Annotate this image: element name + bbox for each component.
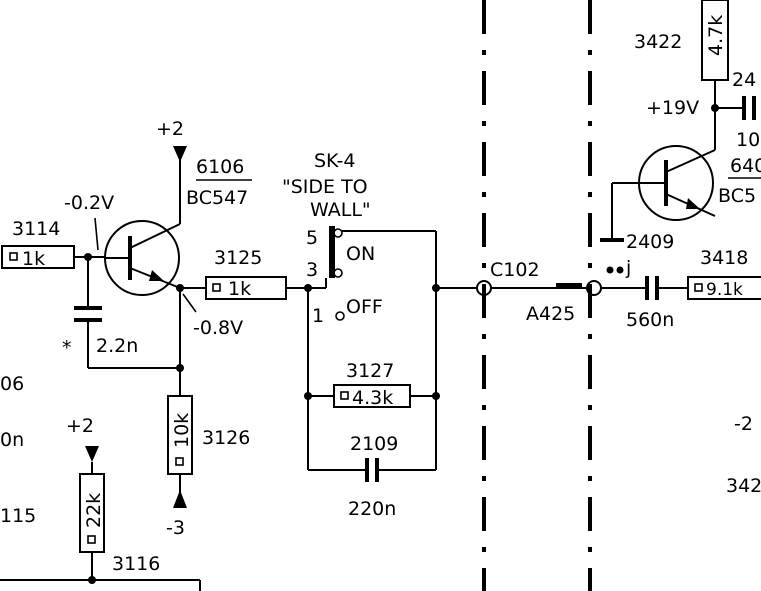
transistor-6106-type: BC547 (186, 187, 248, 209)
switch-on-label: ON (346, 243, 375, 265)
switch-contact-3 (333, 268, 343, 278)
resistor-3127-value: 4.3k (352, 387, 393, 409)
voltage-plus2-top: +2 (156, 118, 184, 140)
capacitor-560n-value: 560n (626, 309, 674, 331)
connector-section: C102 A425 (476, 259, 602, 325)
resistor-3126-ref: 3126 (202, 427, 250, 449)
resistor-3422-value: 4.7k (705, 15, 727, 56)
transistor-6106 (104, 220, 181, 296)
resistor-3114-ref: 3114 (12, 218, 60, 240)
resistor-3418-ref: 3418 (700, 247, 748, 269)
supply-arrow-minus3 (173, 490, 187, 508)
voltage-plus2-bottom: +2 (66, 415, 94, 437)
transistor-right (612, 108, 716, 221)
resistor-3114-marker (9, 252, 18, 261)
capacitor-2109-value: 220n (348, 498, 396, 520)
resistor-3114-value: 1k (22, 248, 45, 270)
capacitor-star: * (62, 337, 72, 359)
label-right-minus2: -2 (734, 413, 753, 435)
switch-desc-line2: WALL" (310, 199, 371, 221)
connector-c102-label: C102 (490, 259, 540, 281)
capacitor-2409-ref: 2409 (626, 231, 674, 253)
resistor-22k-value: 22k (83, 493, 105, 528)
resistor-3126-marker (175, 457, 184, 466)
supply-arrow-top (173, 146, 187, 162)
switch-off-label: OFF (346, 296, 383, 318)
resistor-3127-ref: 3127 (346, 360, 394, 382)
label-right-bc5: BC5 (718, 185, 756, 207)
label-left-115: 115 (0, 505, 36, 527)
transistor-6106-ref: 6106 (196, 156, 244, 178)
switch-pin1: 1 (312, 305, 324, 327)
resistor-22k (79, 473, 105, 553)
capacitor-2109-ref: 2109 (350, 433, 398, 455)
voltage-emitter: -0.8V (193, 317, 243, 339)
label-right-10: 10 (736, 129, 760, 151)
resistor-3125-ref: 3125 (214, 247, 262, 269)
switch-pin3: 3 (306, 259, 318, 281)
resistor-3127-marker (340, 391, 349, 400)
switch-desc-line1: "SIDE TO (282, 176, 368, 198)
mark-dot-b (616, 266, 624, 274)
label-left-06: 06 (0, 373, 24, 395)
resistor-3422-ref: 3422 (634, 31, 682, 53)
switch-name: SK-4 (314, 150, 355, 172)
right-section: 3422 4.7k 24 +19V 10 640 BC5 2409 j (600, 0, 761, 497)
switch-section: SK-4 "SIDE TO WALL" 5 3 1 ON OFF 3127 4.… (282, 150, 476, 520)
resistor-22k-marker (87, 535, 96, 544)
supply-arrow-plus2-bottom (85, 446, 99, 462)
resistor-3125-value: 1k (228, 278, 251, 300)
label-right-640: 640 (730, 155, 761, 177)
switch-contact-1 (335, 311, 345, 321)
label-left-0n: 0n (0, 429, 24, 451)
resistor-3125-marker (212, 283, 221, 292)
resistor-3418-value: 9.1k (706, 280, 743, 300)
mark-j: j (625, 257, 631, 279)
label-right-342: 342 (726, 475, 761, 497)
resistor-3126-value: 10k (171, 413, 193, 448)
connector-a425-label: A425 (526, 303, 575, 325)
voltage-minus3: -3 (166, 517, 185, 539)
resistor-3116-ref: 3116 (112, 553, 160, 575)
left-section: 1k 3114 -0.2V +2 6106 BC547 -0.8V 3125 (0, 118, 308, 591)
capacitor-2n2-value: 2.2n (96, 335, 138, 357)
mark-dot-a (606, 266, 614, 274)
voltage-emitter-pointer (182, 293, 197, 313)
label-right-24: 24 (732, 69, 756, 91)
voltage-base-pointer (94, 217, 99, 251)
switch-contact-5 (333, 228, 343, 238)
resistor-3418 (687, 276, 761, 300)
resistor-3418-marker (694, 283, 703, 292)
voltage-base: -0.2V (64, 192, 114, 214)
switch-pin5: 5 (306, 227, 318, 249)
junction-368 (176, 364, 184, 372)
resistor-3422 (701, 0, 729, 81)
voltage-plus19: +19V (646, 97, 699, 119)
